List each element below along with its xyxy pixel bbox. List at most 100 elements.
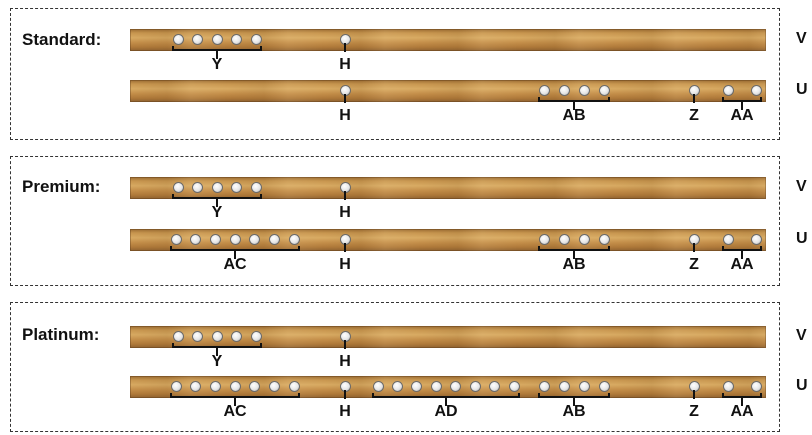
group-label-h: H xyxy=(339,204,351,221)
control-button-icon[interactable] xyxy=(489,381,501,392)
control-button-icon[interactable] xyxy=(750,234,762,245)
group-connector-line xyxy=(693,243,695,252)
control-button-icon[interactable] xyxy=(192,34,203,45)
control-button-icon[interactable] xyxy=(231,182,242,193)
control-button-icon[interactable] xyxy=(288,381,300,392)
control-button-icon[interactable] xyxy=(750,381,762,392)
control-button-icon[interactable] xyxy=(209,381,221,392)
group-label-h: H xyxy=(339,56,351,73)
group-label-aa: AA xyxy=(730,256,754,273)
wood-rail-top xyxy=(130,29,766,51)
control-button-icon[interactable] xyxy=(231,331,242,342)
control-button-icon[interactable] xyxy=(722,85,734,96)
control-button-icon[interactable] xyxy=(229,234,241,245)
group-label-z: Z xyxy=(689,403,699,420)
control-button-icon[interactable] xyxy=(268,234,280,245)
group-label-aa: AA xyxy=(730,107,754,124)
group-label-y: Y xyxy=(211,204,223,221)
group-connector-line xyxy=(693,390,695,399)
control-button-icon[interactable] xyxy=(229,381,241,392)
control-button-icon[interactable] xyxy=(538,381,550,392)
control-button-icon[interactable] xyxy=(558,234,570,245)
control-button-icon[interactable] xyxy=(578,234,590,245)
control-button-icon[interactable] xyxy=(558,381,570,392)
group-connector-line xyxy=(573,101,575,110)
control-button-icon[interactable] xyxy=(598,234,610,245)
group-connector-line xyxy=(741,101,743,110)
control-button-icon[interactable] xyxy=(268,381,280,392)
group-connector-line xyxy=(234,397,236,406)
group-connector-line xyxy=(573,250,575,259)
control-button-icon[interactable] xyxy=(578,85,590,96)
group-label-ab: AB xyxy=(562,256,586,273)
control-button-icon[interactable] xyxy=(250,182,262,193)
control-button-icon[interactable] xyxy=(411,381,423,392)
group-connector-line xyxy=(344,340,346,349)
control-button-icon[interactable] xyxy=(211,182,223,193)
control-button-icon[interactable] xyxy=(538,234,550,245)
tier-label-platinum: Platinum: xyxy=(22,325,100,344)
group-connector-line xyxy=(445,397,447,406)
tier-label-standard: Standard: xyxy=(22,30,102,49)
rail-letter-top: V xyxy=(796,30,807,47)
tier-label-premium: Premium: xyxy=(22,177,101,196)
group-label-ac: AC xyxy=(223,256,247,273)
wood-rail-bottom xyxy=(130,80,766,102)
panel-standard xyxy=(10,8,780,140)
group-connector-line xyxy=(344,43,346,52)
group-label-ac: AC xyxy=(223,403,247,420)
control-button-icon[interactable] xyxy=(250,331,262,342)
group-label-y: Y xyxy=(211,353,223,370)
control-button-icon[interactable] xyxy=(172,331,184,342)
control-button-icon[interactable] xyxy=(231,34,242,45)
wood-rail-top xyxy=(130,177,766,199)
control-button-icon[interactable] xyxy=(598,381,610,392)
control-button-icon[interactable] xyxy=(170,234,182,245)
group-label-h: H xyxy=(339,256,351,273)
control-button-icon[interactable] xyxy=(598,85,610,96)
control-button-icon[interactable] xyxy=(722,234,734,245)
control-button-icon[interactable] xyxy=(190,234,202,245)
control-button-icon[interactable] xyxy=(508,381,520,392)
group-connector-line xyxy=(216,198,218,207)
group-label-ab: AB xyxy=(562,107,586,124)
control-button-icon[interactable] xyxy=(538,85,550,96)
control-button-icon[interactable] xyxy=(391,381,403,392)
control-button-icon[interactable] xyxy=(192,331,203,342)
control-button-icon[interactable] xyxy=(170,381,182,392)
control-button-icon[interactable] xyxy=(288,234,300,245)
group-label-y: Y xyxy=(211,56,223,73)
group-label-ab: AB xyxy=(562,403,586,420)
control-button-icon[interactable] xyxy=(209,234,221,245)
control-button-icon[interactable] xyxy=(722,381,734,392)
group-connector-line xyxy=(573,397,575,406)
control-button-icon[interactable] xyxy=(558,85,570,96)
group-label-aa: AA xyxy=(730,403,754,420)
rail-letter-bottom: U xyxy=(796,230,808,247)
group-connector-line xyxy=(216,50,218,59)
control-button-icon[interactable] xyxy=(172,34,184,45)
control-button-icon[interactable] xyxy=(190,381,202,392)
control-button-icon[interactable] xyxy=(211,331,223,342)
control-button-icon[interactable] xyxy=(450,381,462,392)
control-button-icon[interactable] xyxy=(750,85,762,96)
control-button-icon[interactable] xyxy=(430,381,442,392)
rail-letter-top: V xyxy=(796,327,807,344)
rail-letter-bottom: U xyxy=(796,81,808,98)
control-button-icon[interactable] xyxy=(192,182,203,193)
control-button-icon[interactable] xyxy=(250,34,262,45)
panel-platinum xyxy=(10,302,780,432)
group-label-ad: AD xyxy=(434,403,458,420)
control-button-icon[interactable] xyxy=(249,381,261,392)
control-button-icon[interactable] xyxy=(469,381,481,392)
group-connector-line xyxy=(741,250,743,259)
group-label-h: H xyxy=(339,403,351,420)
rail-letter-top: V xyxy=(796,178,807,195)
control-button-icon[interactable] xyxy=(249,234,261,245)
control-button-icon[interactable] xyxy=(372,381,384,392)
control-button-icon[interactable] xyxy=(172,182,184,193)
control-button-icon[interactable] xyxy=(211,34,223,45)
group-connector-line xyxy=(693,94,695,103)
control-button-icon[interactable] xyxy=(578,381,590,392)
